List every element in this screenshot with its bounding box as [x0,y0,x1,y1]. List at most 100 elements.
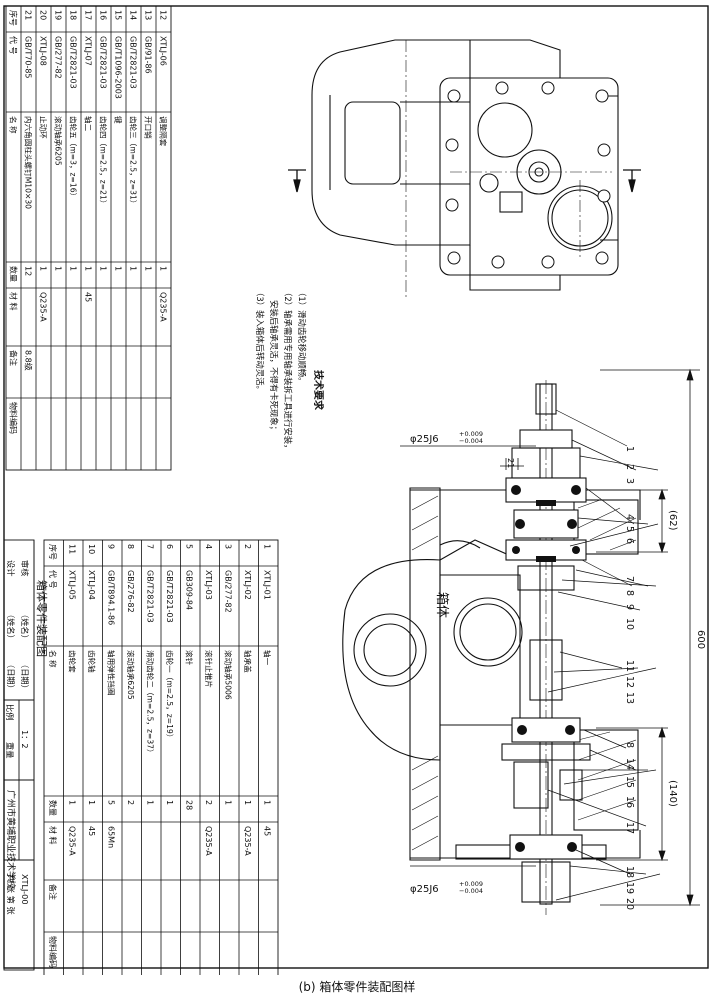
dimension-texts: 600 (62) (140) 21 箱体 [434,458,706,807]
dimension-lines [400,368,700,907]
parts-list-cell: 1 [67,800,76,805]
parts-list-cell: 4 [204,544,213,549]
callout-4: 4 [624,514,635,520]
parts-list-cell: GB/T1096-2003 [114,36,123,99]
parts-list-cell: 1 [262,544,271,549]
tol-top-upper: +0.009 [459,430,483,438]
tb-date-1: （日期） [6,660,16,693]
tolerance-bottom: φ25J6 +0.009 −0.004 [410,880,483,895]
box-label: 箱体 [434,592,450,618]
parts-list-cell: Q235-A [159,292,168,322]
parts-list-cell: 1 [87,800,96,805]
tb-review: 审核 [20,560,30,576]
tech-item-1: （1）滑动齿轮移动顺畅。 [297,288,307,385]
parts-list-header-cell: 名 称 [9,116,19,134]
top-view [311,39,619,300]
parts-list-cell: 1 [145,800,154,805]
callout-20: 20 [624,898,635,910]
parts-list-cell: 21 [24,10,33,20]
parts-list-cell: 键 [114,116,124,124]
parts-list-cell: 1 [223,800,232,805]
callout-2: 2 [624,464,635,470]
parts-list-header-cell: 备注 [48,884,58,900]
parts-list-cell: GB/T894.1-86 [106,570,115,625]
callout-5: 5 [624,526,635,532]
parts-list-cell: XTLJ-08 [39,36,48,66]
parts-list-cell: 65Mn [106,826,115,848]
callout-6: 6 [624,538,635,544]
callout-3: 3 [624,478,635,484]
tech-item-4: （3）装入箱体后转动灵活。 [255,288,265,394]
parts-list-cell: XTLJ-05 [67,570,76,600]
section-view [342,487,641,861]
parts-list-frame [5,5,172,471]
parts-list-cell: 轴承盖 [243,650,253,673]
parts-list-cell: 2 [243,544,252,549]
parts-list-cell: 齿轮五（m=3，z=16） [69,116,79,200]
callout-9: 9 [624,604,635,610]
tb-scale: 1：2 [20,730,30,749]
parts-list-cell: XTLJ-07 [84,36,93,66]
callout-numbers: 1 2 3 4 5 6 7 8 9 10 11 12 13 8 14 15 16… [624,446,635,910]
parts-list-cell: 调整隔套 [159,116,169,147]
parts-list-cell: GB/T2821-03 [145,570,154,623]
tol-bottom-lower: −0.004 [459,887,483,895]
parts-list-cell: 轴一 [262,650,272,666]
tech-title: 技术要求 [312,370,325,411]
parts-list-header-cell: 名 称 [48,650,58,668]
callout-7: 7 [624,576,635,582]
parts-list-cell: GB/276-82 [126,570,135,613]
section-hatching [411,495,637,851]
parts-list-cell: 12 [159,10,168,20]
parts-list-header-cell: 序号 [48,544,58,560]
tech-requirements: 技术要求 （1）滑动齿轮移动顺畅。 （2）轴承需用专用轴承装拆工具进行安装， 安… [255,288,325,452]
parts-list-cell: 19 [54,10,63,20]
parts-list-cell: 齿轮轴 [87,650,97,673]
parts-list-cell: 2 [126,800,135,805]
parts-list-cell: 开口销 [144,116,154,139]
dim-upper: (62) [667,510,678,531]
parts-list-cell: 14 [129,10,138,20]
parts-list-header-cell: 数量 [9,266,19,282]
parts-list-cell: 轴用弹性挡圈 [106,650,116,696]
sheet-border [3,5,709,969]
parts-list-cell: GB/T2821-03 [165,570,174,623]
parts-list-cell: 1 [99,266,108,271]
parts-list-cell: 齿轮套 [67,650,77,673]
parts-list-cell: Q235-A [243,826,252,856]
parts-list-header-cell: 物料编码 [9,402,19,434]
callout-8: 8 [624,590,635,596]
parts-list-cell: 止动环 [39,116,49,139]
parts-list-cell: GB/91-86 [144,36,153,74]
parts-list-cell: 1 [262,800,271,805]
tb-weight-label: 重量 [5,742,15,758]
parts-list-cell: 6 [165,544,174,549]
tech-item-2: （2）轴承需用专用轴承装拆工具进行安装， [283,288,293,452]
parts-list-header-cell: 代 号 [9,36,19,55]
section-arrows [288,169,641,193]
parts-list-cell: GB/T2821-03 [129,36,138,89]
tech-item-3: 安装后轴承灵活，不得有卡死现象； [269,300,279,434]
parts-list-cell: XTLJ-06 [159,36,168,66]
title-block [3,539,35,971]
parts-list-cell: 齿轮一（m=2.5，z=19） [165,650,175,741]
parts-list-cell: 轴二 [84,116,94,132]
parts-list-cell: 5 [184,544,193,549]
parts-list-cell: 45 [87,826,96,836]
parts-list-cell: Q235-A [39,292,48,322]
parts-list-cell: 齿轮四（m=2.5，z=21） [99,116,109,207]
dim-small: 21 [506,458,515,468]
callout-11: 11 [624,660,635,672]
tb-scale-label: 比例 [5,704,15,720]
parts-list-header-cell: 代 号 [48,570,58,589]
parts-list-cell: 16 [99,10,108,20]
assembly-drawing-sheet: 技术要求 （1）滑动齿轮移动顺畅。 （2）轴承需用专用轴承装拆工具进行安装， 安… [3,5,709,975]
tb-sheets: 共 张 第 张 [6,874,16,915]
parts-list-header-cell: 材 料 [9,292,19,311]
tol-bottom-upper: +0.009 [459,880,483,888]
parts-list-cell: 1 [69,266,78,271]
parts-list-cell: GB/277-82 [223,570,232,613]
parts-list-cell: 9 [106,544,115,549]
